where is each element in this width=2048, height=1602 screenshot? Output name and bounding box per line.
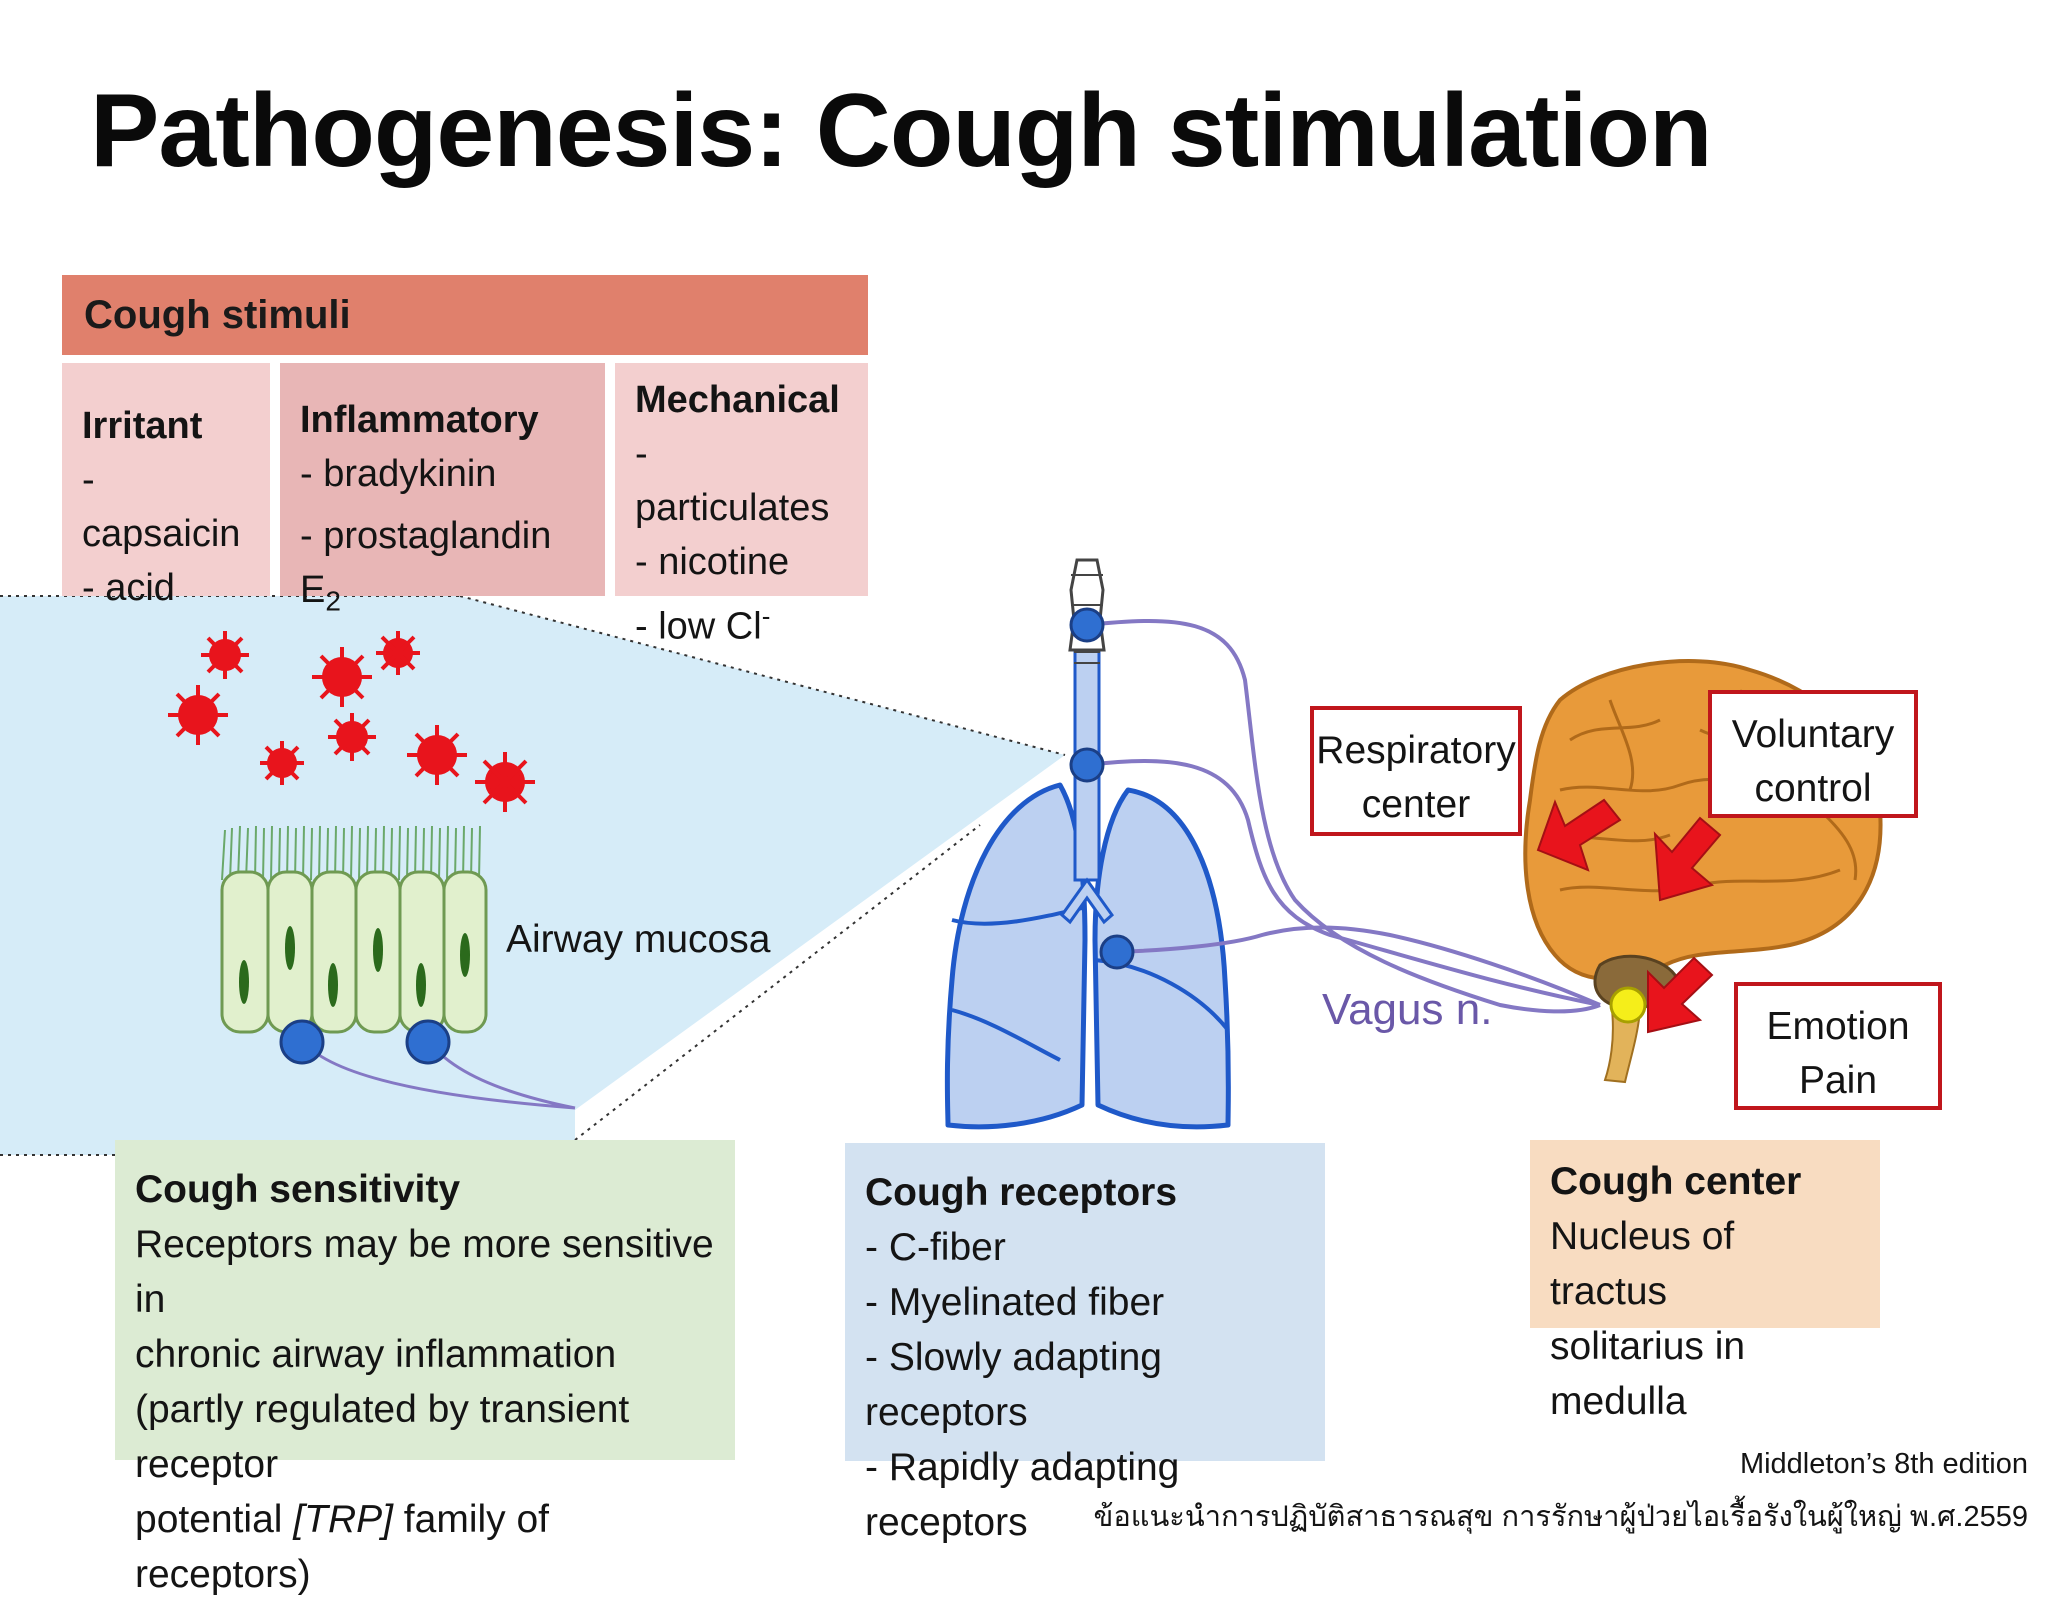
receptors-heading: Cough receptors (865, 1171, 1178, 1214)
sensitivity-line: potential [TRP] family of receptors) (135, 1492, 715, 1602)
voluntary-line: Voluntary (1731, 713, 1895, 756)
particle (328, 713, 376, 761)
cough-center-dot (1609, 986, 1647, 1024)
respiratory-center-box: Respiratory center (1310, 706, 1522, 836)
sensitivity-heading: Cough sensitivity (135, 1168, 461, 1211)
emotion-line: Pain (1798, 1059, 1878, 1102)
particle (168, 685, 228, 745)
particle (475, 752, 535, 812)
sensitivity-emphasis: [TRP] (293, 1498, 393, 1541)
reference-line: ข้อแนะนำการปฏิบัติสาธารณสุข การรักษาผู้ป… (1093, 1501, 2028, 1533)
inflammatory-heading: Inflammatory (300, 399, 539, 441)
mechanical-heading: Mechanical (635, 379, 840, 421)
superscript: - (761, 601, 771, 631)
emotion-pain-box: Emotion Pain (1734, 982, 1942, 1110)
respiratory-line: Respiratory (1316, 729, 1516, 772)
left-lung (944, 782, 1088, 1130)
page-title: Pathogenesis: Cough stimulation (90, 73, 1713, 189)
brainstem (1603, 1009, 1642, 1084)
cell-nuclei (239, 926, 470, 1007)
voluntary-line: control (1754, 767, 1872, 810)
particle (260, 741, 304, 785)
zoom-panel (0, 596, 1065, 1155)
sensitivity-line: (partly regulated by transient receptor (135, 1388, 630, 1486)
trachea-receptor-dot (1069, 747, 1105, 783)
epithelial-cells (220, 870, 488, 1034)
arrow-voluntary-icon (1653, 816, 1722, 902)
sensitivity-line: chronic airway inflammation (135, 1333, 617, 1376)
sensitivity-line: Receptors may be more sensitive in (135, 1223, 714, 1321)
irritant-heading: Irritant (82, 405, 203, 447)
center-line: solitarius in medulla (1550, 1325, 1746, 1423)
center-line: Nucleus of tractus (1550, 1215, 1735, 1313)
mucosa-receptor-dot (279, 1019, 325, 1065)
lungs (944, 782, 1231, 1130)
bronchus-receptor-dot (1099, 934, 1135, 970)
airway-mucosa-cells (220, 825, 576, 1110)
sensitivity-text: potential (135, 1498, 294, 1541)
cough-stimuli-header: Cough stimuli (62, 275, 868, 355)
cough-center-box: Cough center Nucleus of tractus solitari… (1530, 1140, 1880, 1423)
cough-receptors-box: Cough receptors - C-fiber - Myelinated f… (845, 1143, 1325, 1544)
inflammatory-item: - bradykinin (300, 453, 497, 495)
cough-diagram (0, 558, 1883, 1156)
particle (312, 647, 372, 707)
receptor-item: - C-fiber (865, 1226, 1006, 1269)
zoom-line-upper (459, 595, 1066, 756)
vagus-nerve-label: Vagus n. (1322, 985, 1493, 1034)
reference-line: Middleton’s 8th edition (1739, 1448, 2028, 1480)
red-arrows (1536, 798, 1722, 1034)
mucosa-receptor-dot (405, 1019, 451, 1065)
subscript: 2 (325, 585, 341, 617)
mechanical-item-text: - low Cl (635, 605, 762, 648)
zoom-line-lower (574, 824, 981, 1141)
receptor-item: - Myelinated fiber (865, 1281, 1165, 1324)
voluntary-control-box: Voluntary control (1708, 690, 1918, 818)
stimuli-irritant: Irritant - capsaicin - acid (62, 363, 270, 609)
stimuli-inflammatory: Inflammatory - bradykinin - prostaglandi… (280, 363, 605, 617)
particle (201, 631, 249, 679)
stimuli-mechanical: Mechanical - particulates - nicotine - l… (615, 363, 868, 648)
center-heading: Cough center (1550, 1160, 1802, 1203)
emotion-line: Emotion (1766, 1005, 1910, 1048)
irritant-item: - capsaicin (82, 459, 241, 555)
particle (376, 631, 420, 675)
arrow-emotion-icon (1647, 956, 1714, 1034)
cilia (221, 825, 481, 881)
mechanical-item: - nicotine (635, 541, 790, 583)
irritant-particles (168, 631, 535, 812)
inflammatory-item-text: - prostaglandin E (300, 515, 552, 611)
cough-sensitivity-box: Cough sensitivity Receptors may be more … (115, 1140, 735, 1596)
vagus-nerve-fibers (1086, 618, 1601, 1014)
inflammatory-item: - prostaglandin E2 (300, 509, 585, 629)
larynx-receptor-dot (1069, 607, 1105, 643)
irritant-item: - acid (82, 567, 175, 609)
particle (407, 725, 467, 785)
arrow-respiratory-icon (1536, 798, 1622, 872)
mechanical-item: - low Cl- (635, 589, 848, 654)
respiratory-line: center (1361, 783, 1471, 826)
airway-mucosa-label: Airway mucosa (506, 918, 771, 961)
receptor-item: - Slowly adapting receptors (865, 1336, 1162, 1434)
mechanical-item: - particulates (635, 433, 830, 529)
